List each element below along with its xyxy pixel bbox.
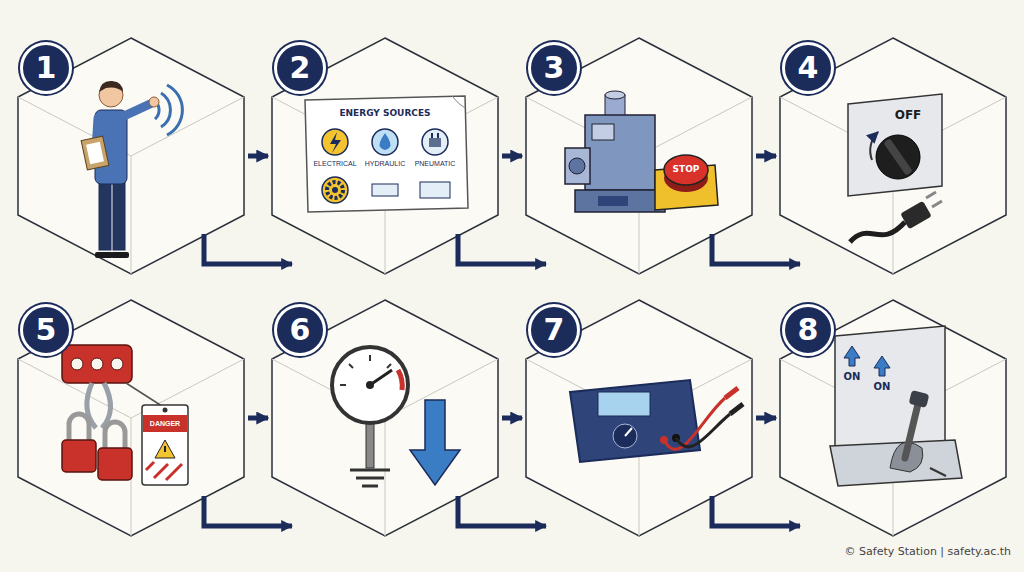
flow-arrow (502, 154, 522, 159)
energy-label: ELECTRICAL (313, 160, 356, 168)
step-hexagon: 6 (272, 300, 498, 536)
flow-arrow (248, 154, 268, 159)
step-hexagon: 1 (18, 38, 244, 274)
flow-arrow (502, 416, 522, 421)
switch-label: ON (874, 381, 891, 392)
step-number-badge: 2 (274, 42, 326, 94)
step-number-badge: 5 (20, 304, 72, 356)
step-hexagon: 4 (780, 38, 1006, 274)
step-number-badge: 1 (20, 42, 72, 94)
button-label: STOP (673, 165, 700, 175)
step-hexagon: 3 (526, 38, 752, 274)
switch-label: ON (844, 371, 861, 382)
step-number-badge: 3 (528, 42, 580, 94)
flow-arrow (756, 416, 776, 421)
step-number-badge: 8 (782, 304, 834, 356)
step-number-badge: 4 (782, 42, 834, 94)
poster-title: ENERGY SOURCES (339, 109, 430, 119)
lever-switch (830, 326, 962, 486)
energy-label: HYDRAULIC (365, 160, 405, 168)
energy-label: PNEUMATIC (415, 160, 456, 168)
step-hexagon: 8 (780, 300, 1006, 536)
step-number-badge: 7 (528, 304, 580, 356)
copyright-note: © Safety Station | safety.ac.th (842, 545, 1014, 559)
step-hexagon: 5 (18, 300, 244, 536)
step-number-badge: 6 (274, 304, 326, 356)
switch-label: OFF (895, 109, 922, 122)
energy-sources-poster (305, 96, 468, 212)
flow-arrow (248, 416, 268, 421)
tag-label: DANGER (150, 420, 180, 428)
step-hexagon: 2 (272, 38, 498, 274)
step-hexagon: 7 (526, 300, 752, 536)
flow-arrow (756, 154, 776, 159)
